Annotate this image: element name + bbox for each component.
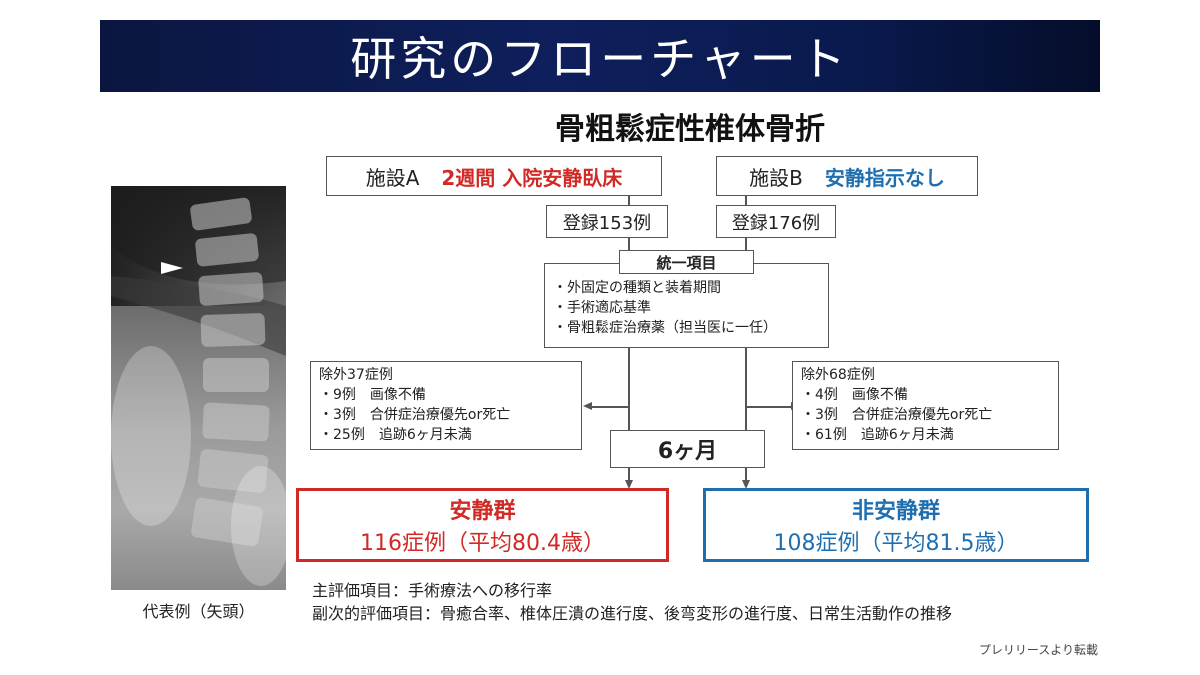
- exclusion-a-box: 除外37症例 ・9例 画像不備 ・3例 合併症治療優先or死亡 ・25例 追跡6…: [310, 361, 582, 450]
- facility-b-registered: 登録176例: [731, 212, 821, 234]
- exclusion-a-item: ・3例 合併症治療優先or死亡: [319, 407, 511, 423]
- facility-a-intervention: 2週間 入院安静臥床: [441, 165, 623, 190]
- rest-group-detail: 116症例（平均80.4歳）: [360, 531, 605, 556]
- exclusion-a-item: ・9例 画像不備: [319, 387, 426, 403]
- connector: [745, 238, 747, 250]
- connector: [628, 468, 630, 482]
- followup-box: 6ヶ月: [610, 430, 765, 468]
- exclusion-b-item: ・3例 合併症治療優先or死亡: [801, 407, 993, 423]
- rest-group-name: 安静群: [449, 499, 516, 524]
- unified-item: ・外固定の種類と装着期間: [553, 280, 721, 296]
- facility-a-registered-box: 登録153例: [546, 205, 668, 238]
- unified-item: ・骨粗鬆症治療薬（担当医に一任）: [553, 320, 777, 336]
- connector: [745, 348, 747, 432]
- connector: [628, 238, 630, 250]
- page-title: 研究のフローチャート: [350, 32, 850, 86]
- connector: [628, 196, 630, 206]
- secondary-endpoint: 副次的評価項目：骨癒合率、椎体圧潰の進行度、後弯変形の進行度、日常生活動作の推移: [312, 604, 953, 623]
- exclusion-a-item: ・25例 追跡6ヶ月未満: [319, 427, 472, 443]
- exclusion-b-box: 除外68症例 ・4例 画像不備 ・3例 合併症治療優先or死亡 ・61例 追跡6…: [792, 361, 1059, 450]
- header-banner: [100, 20, 1100, 92]
- connector: [628, 348, 630, 432]
- nonrest-group-name: 非安静群: [851, 499, 940, 524]
- facility-a-registered: 登録153例: [562, 212, 652, 234]
- exclusion-a-title: 除外37症例: [319, 367, 393, 383]
- unified-items-title: 統一項目: [619, 250, 754, 274]
- primary-endpoint: 主評価項目：手術療法への移行率: [312, 581, 553, 600]
- connector: [745, 468, 747, 482]
- exclusion-b-title: 除外68症例: [801, 367, 875, 383]
- exclusion-b-item: ・4例 画像不備: [801, 387, 908, 403]
- xray-caption: 代表例（矢頭）: [142, 602, 255, 621]
- xray-image: [111, 186, 286, 590]
- source-note: プレリリースより転載: [978, 643, 1098, 657]
- facility-b-name: 施設B: [749, 165, 803, 190]
- rest-group-box: 安静群 116症例（平均80.4歳）: [296, 488, 669, 562]
- facility-b-box: 施設B 安静指示なし: [716, 156, 978, 196]
- nonrest-group-box: 非安静群 108症例（平均81.5歳）: [703, 488, 1089, 562]
- connector: [590, 406, 628, 408]
- facility-b-intervention: 安静指示なし: [824, 165, 945, 190]
- arrowhead-marker: [161, 262, 183, 274]
- unified-items-box: ・外固定の種類と装着期間 ・手術適応基準 ・骨粗鬆症治療薬（担当医に一任）: [544, 263, 829, 348]
- xray-graphic: [111, 186, 286, 586]
- connector: [746, 406, 792, 408]
- nonrest-group-detail: 108症例（平均81.5歳）: [773, 531, 1019, 556]
- facility-a-name: 施設A: [365, 165, 420, 190]
- connector: [745, 196, 747, 206]
- diagram-title: 骨粗鬆症性椎体骨折: [555, 112, 825, 147]
- unified-item: ・手術適応基準: [553, 300, 651, 316]
- facility-b-registered-box: 登録176例: [716, 205, 836, 238]
- facility-a-box: 施設A 2週間 入院安静臥床: [326, 156, 662, 196]
- exclusion-b-item: ・61例 追跡6ヶ月未満: [801, 427, 954, 443]
